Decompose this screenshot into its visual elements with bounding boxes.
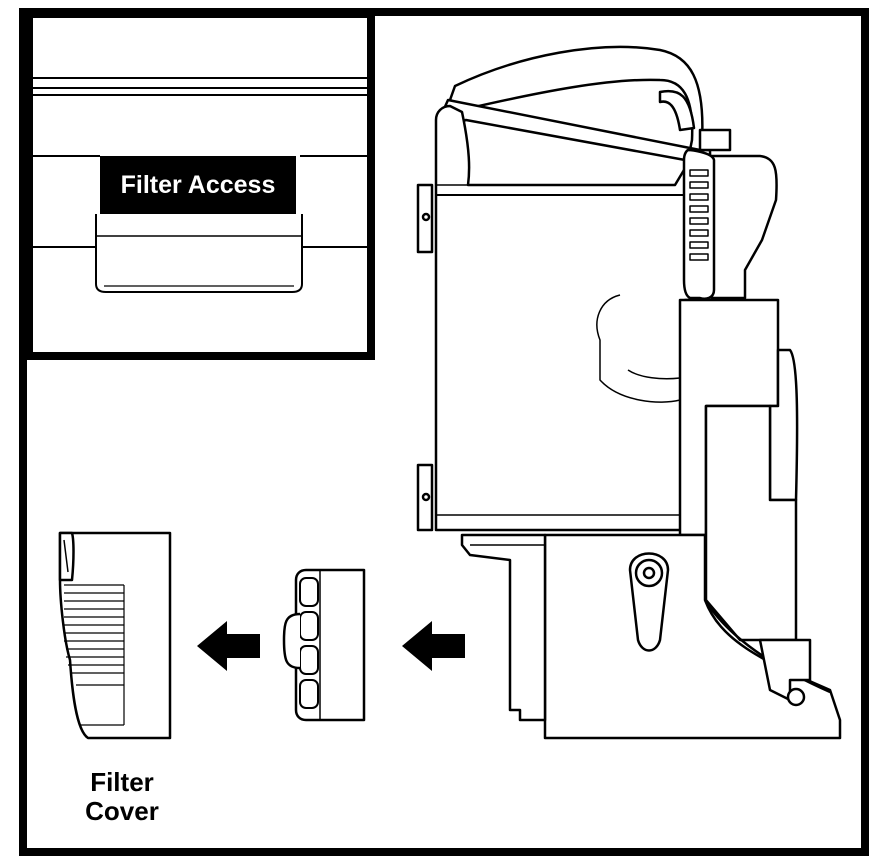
arrow-left-left: [197, 621, 260, 671]
caption-line-2: Cover: [85, 796, 159, 826]
caption-line-1: Filter: [90, 767, 154, 797]
vacuum-illustration: [416, 45, 842, 740]
filter-access-label: Filter Access: [100, 156, 296, 214]
arrow-left-right: [402, 621, 465, 671]
dust-canister: [434, 104, 714, 532]
filter-cover-caption: Filter Cover: [60, 768, 184, 826]
outer-frame: [19, 8, 869, 856]
filter-element: [282, 568, 366, 722]
inset-detail-drawing: [32, 77, 367, 293]
inset-border: [25, 10, 375, 360]
filter-cover-illustration: [58, 531, 172, 740]
